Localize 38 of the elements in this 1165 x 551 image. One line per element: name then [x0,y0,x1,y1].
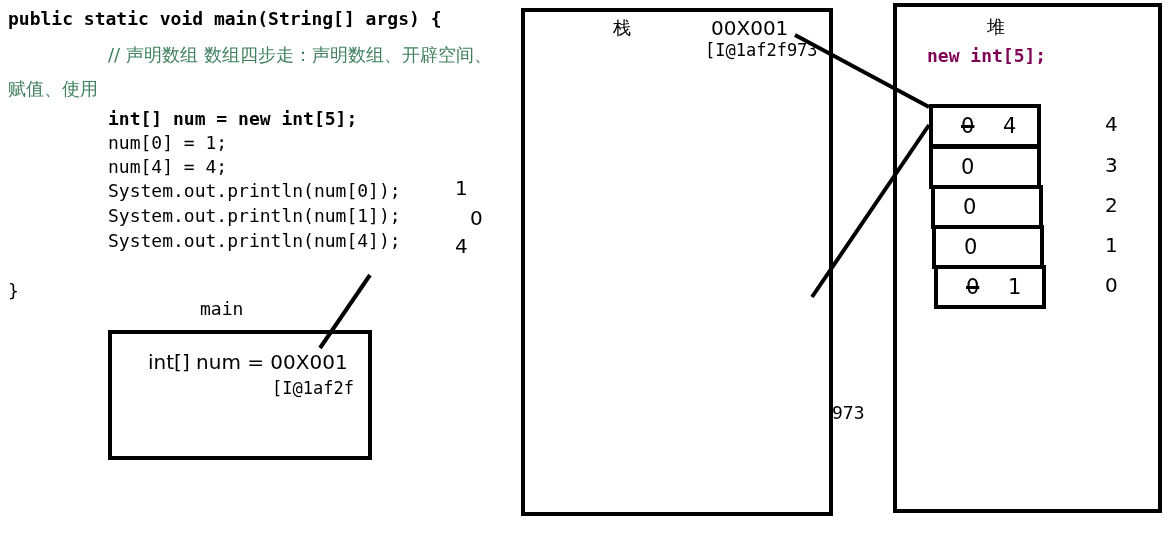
cell-value: 0 [963,195,977,219]
output-value: 1 [455,176,468,200]
region-heading: 堆 [987,15,1005,39]
code-line: 973 [832,402,865,423]
index-number: 2 [1105,193,1118,217]
connector-line [810,123,931,299]
memory-address: 00X001 [711,16,789,40]
connector-line [318,273,372,350]
heap-region-box [893,3,1162,513]
index-number: 1 [1105,233,1118,257]
code-line: public static void main(String[] args) { [8,8,442,29]
region-heading: 栈 [613,16,631,40]
cell-value: 4 [1003,114,1017,138]
code-line: System.out.println(num[0]); [108,180,401,201]
cell-value: 0 [961,155,975,179]
code-comment: // 声明数组 数组四步走：声明数组、开辟空间、赋值、使用 [8,43,493,101]
index-number: 4 [1105,112,1118,136]
index-number: 0 [1105,273,1118,297]
output-value: 4 [455,234,468,258]
code-line: num[4] = 4; [108,156,228,177]
crossed-out-value: 0 [966,275,980,299]
cell-value: 1 [1008,275,1022,299]
cell-value: 0 [964,235,978,259]
connector-line [794,33,930,109]
code-line: new int[5]; [927,45,1047,66]
code-line: num[0] = 1; [108,132,228,153]
output-value: 0 [470,206,483,230]
code-line: int[] num = new int[5]; [108,108,358,129]
crossed-out-value: 0 [961,114,975,138]
code-line: System.out.println(num[4]); [108,230,401,251]
memory-address: [I@1af2f [272,378,354,398]
memory-address: [I@1af2f973 [705,40,818,60]
frame-heading: main [200,298,244,319]
code-line: System.out.println(num[1]); [108,205,401,226]
variable-declaration: int[] num = 00X001 [148,350,348,374]
stack-region-box [521,8,833,516]
code-line: } [8,280,19,301]
index-number: 3 [1105,153,1118,177]
